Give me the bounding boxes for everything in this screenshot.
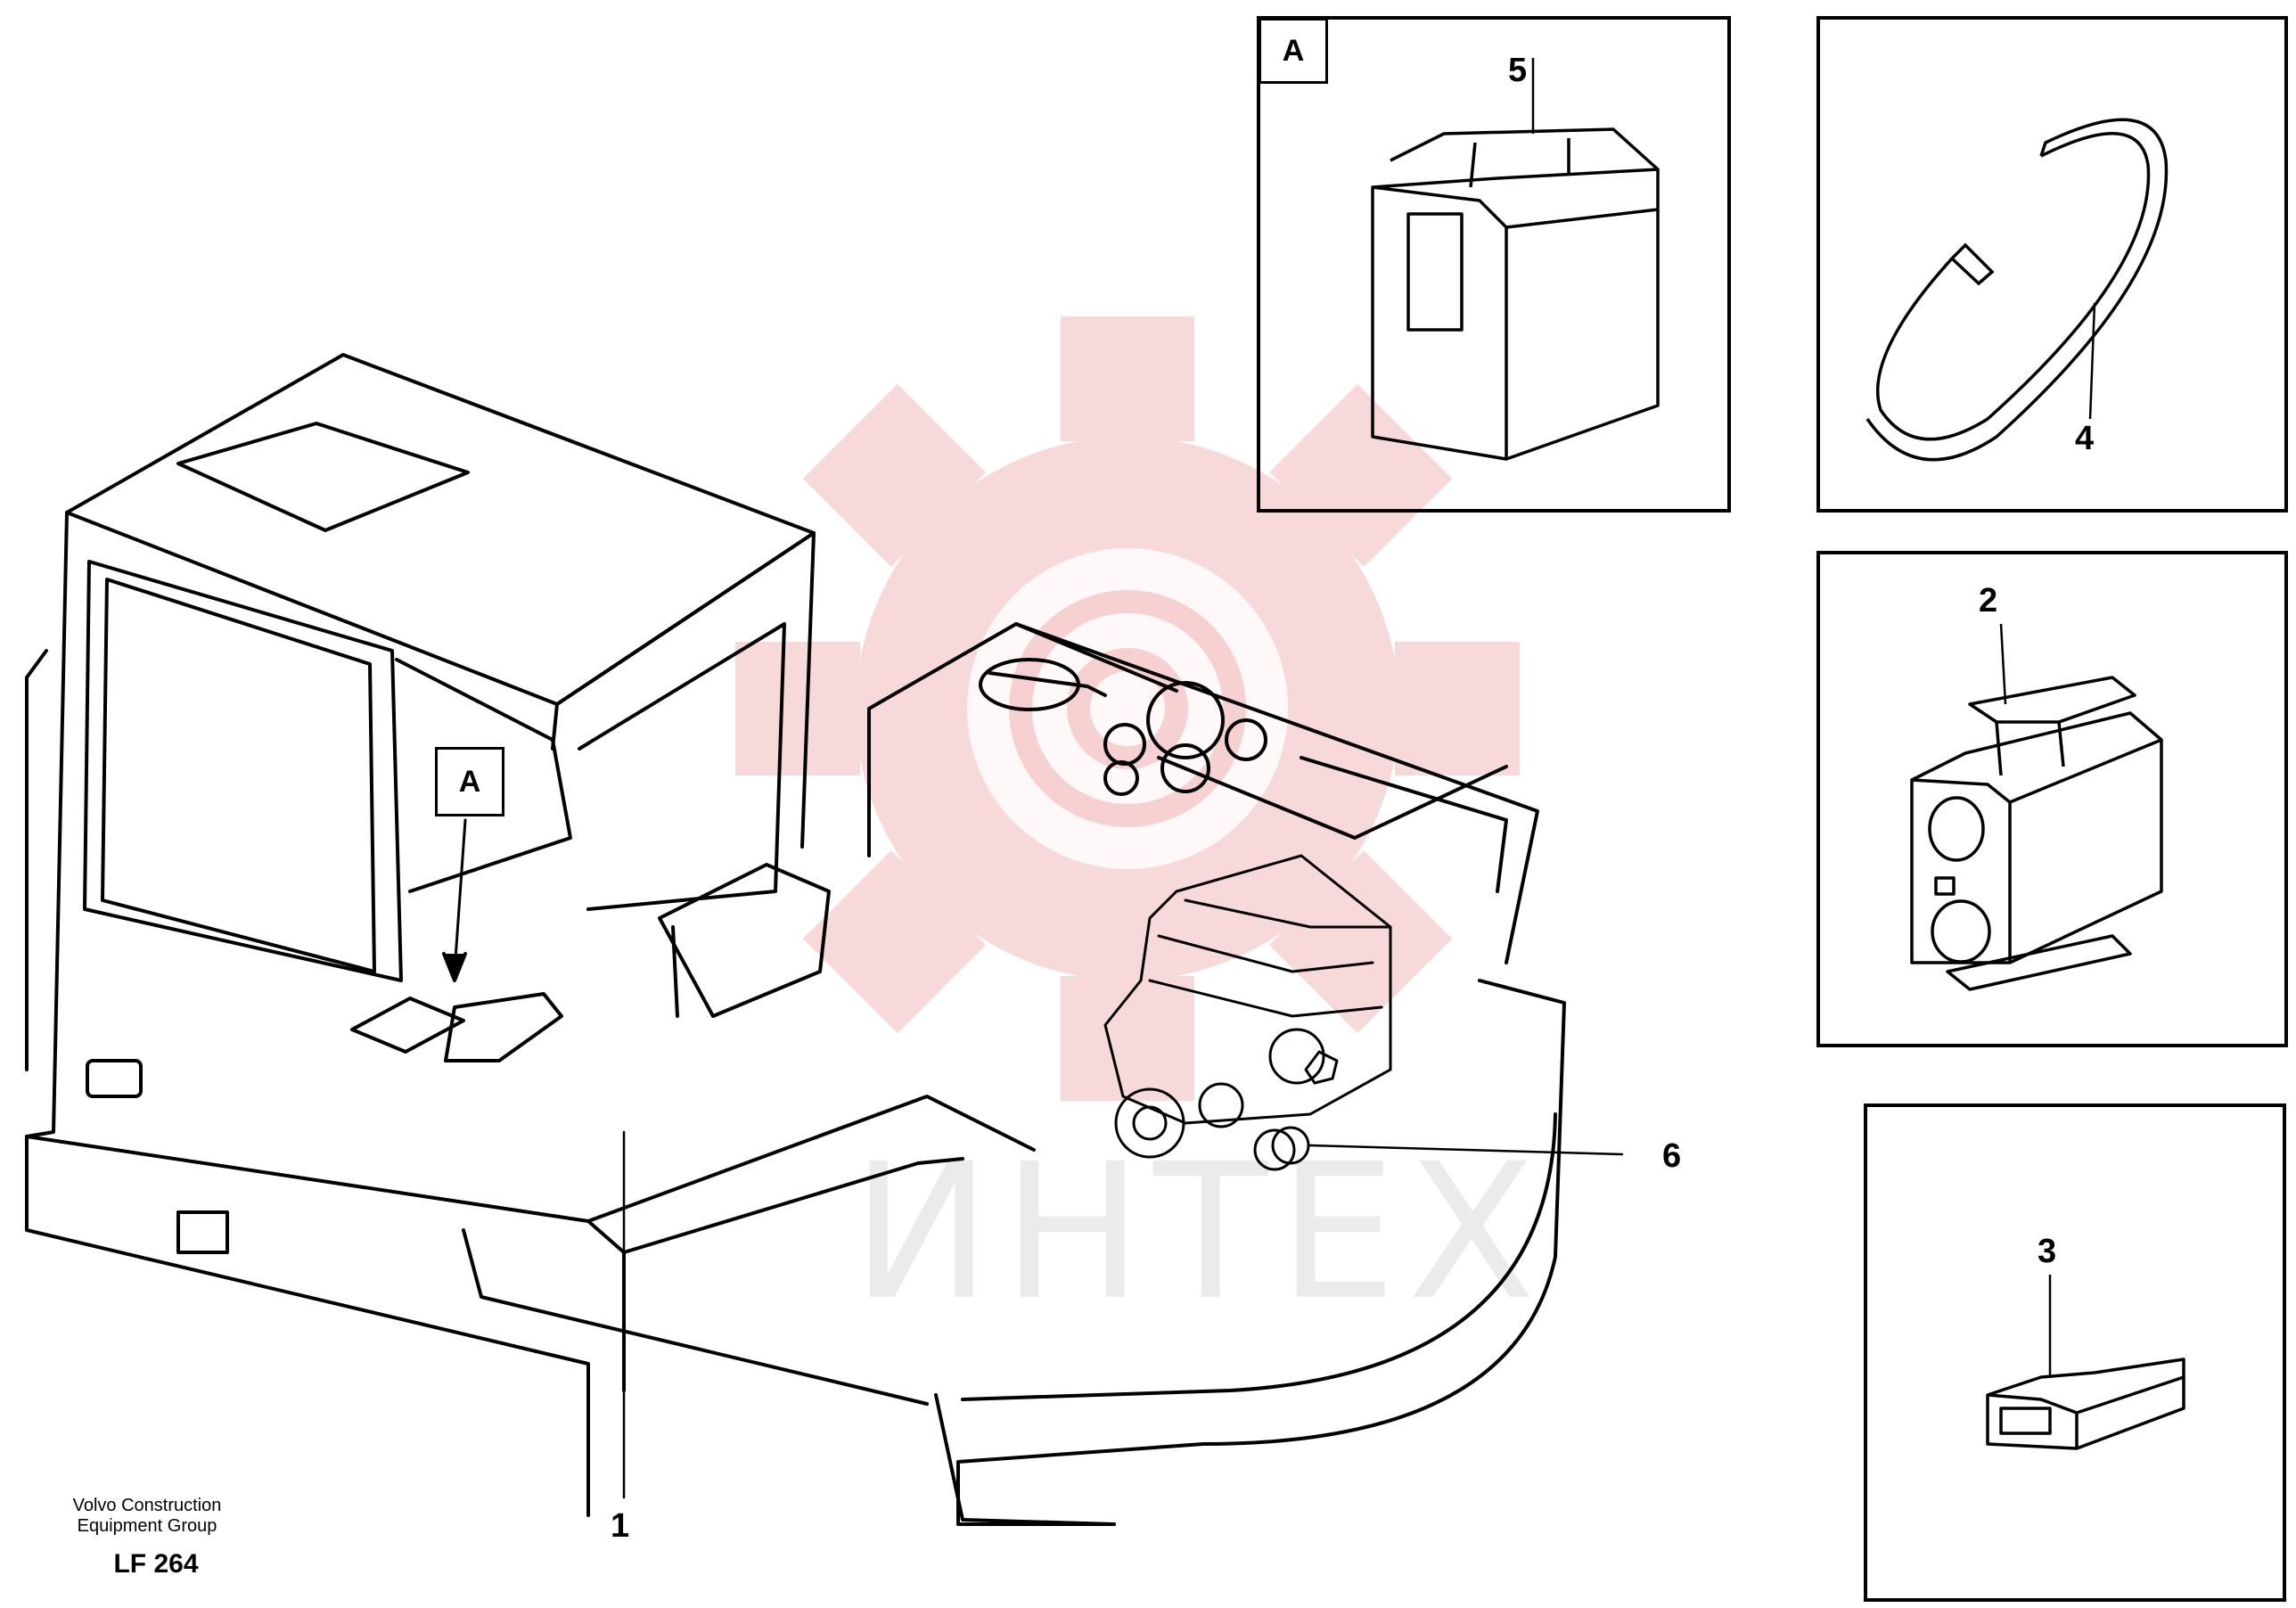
connector-housing-5-icon (1371, 58, 1660, 461)
callout-5: 5 (1508, 52, 1528, 89)
watermark-text: ИНТЕХ (851, 1123, 1546, 1341)
terminal-3-icon (1986, 1275, 2185, 1450)
drawing-code: LF 264 (113, 1549, 199, 1579)
callout-1: 1 (611, 1507, 630, 1545)
drawing-code-block: LF 264 (89, 1533, 223, 1579)
watermark-gear-icon (735, 316, 1520, 1101)
callout-2: 2 (1979, 582, 1998, 619)
connector-2-icon (1910, 623, 2163, 991)
detail-box-terminal-3 (1864, 1103, 2286, 1602)
callout-4: 4 (2075, 420, 2095, 457)
detail-label-cab-a: A (435, 747, 504, 816)
callout-3: 3 (2038, 1233, 2057, 1270)
detail-box-connector-2 (1816, 551, 2288, 1047)
detail-box-a (1257, 16, 1731, 513)
publisher-block: Volvo Construction Equipment Group (53, 1496, 241, 1537)
cable-tie-4-icon (1866, 118, 2169, 462)
publisher-line-1: Volvo Construction (72, 1496, 222, 1515)
publisher-line-2: Equipment Group (77, 1516, 217, 1536)
callout-6: 6 (1662, 1137, 1682, 1175)
detail-label-box-a: A (1259, 18, 1328, 84)
excavator-upper-structure (25, 353, 1624, 1526)
detail-box-cable-tie (1816, 16, 2288, 513)
